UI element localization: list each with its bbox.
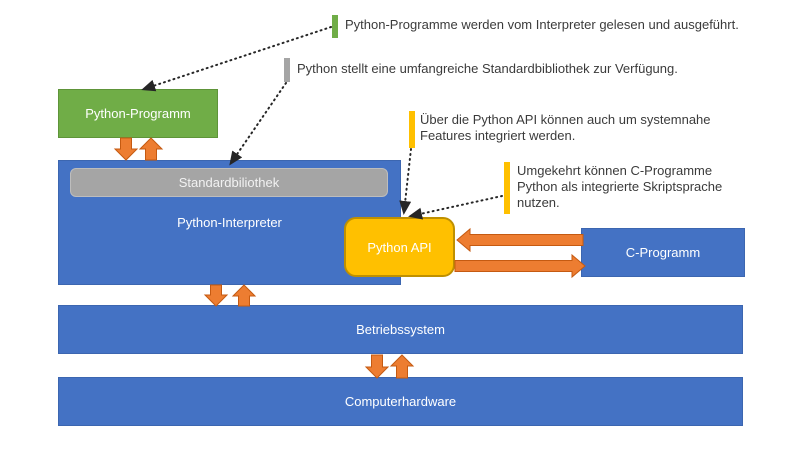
callout-marker-gold-api [409, 111, 415, 148]
computerhardware-label: Computerhardware [344, 394, 457, 409]
python-api-label: Python API [367, 239, 432, 255]
callout-text-c-programme: Umgekehrt können C-Programme Python als … [517, 163, 723, 210]
box-betriebssystem: Betriebssystem [58, 305, 743, 354]
arrow-up-program-interpreter [138, 137, 164, 161]
callout-text-python-api: Über die Python API können auch um syste… [420, 112, 711, 143]
arrow-down-os-hardware [364, 354, 390, 379]
box-computerhardware: Computerhardware [58, 377, 743, 426]
python-interpreter-label: Python-Interpreter [177, 215, 282, 230]
python-programm-label: Python-Programm [85, 106, 191, 121]
box-c-programm: C-Programm [581, 228, 745, 277]
connector-callout-python-programm [141, 26, 332, 92]
box-python-programm: Python-Programm [58, 89, 218, 138]
arrow-up-interpreter-os [231, 284, 257, 307]
arrow-left-c-api [456, 227, 584, 253]
c-programm-label: C-Programm [625, 245, 701, 260]
connector-callout-standardbibliothek [229, 82, 287, 166]
arrow-down-program-interpreter [113, 137, 139, 161]
connector-callout-api-top [399, 148, 412, 215]
box-standardbibliothek: Standardbiliothek [70, 168, 388, 197]
arrow-up-os-hardware [389, 354, 415, 379]
connector-callout-api-right [408, 195, 503, 220]
callout-text-python-programme: Python-Programme werden vom Interpreter … [345, 17, 739, 32]
standardbibliothek-label: Standardbiliothek [178, 175, 280, 190]
callout-marker-gray [284, 58, 290, 82]
callout-text-standardbibliothek: Python stellt eine umfangreiche Standard… [297, 61, 678, 76]
callout-marker-gold-c [504, 162, 510, 214]
arrow-right-api-c [454, 253, 586, 279]
callout-marker-green [332, 15, 338, 38]
arrow-down-interpreter-os [203, 284, 229, 307]
box-python-api: Python API [344, 217, 455, 277]
betriebssystem-label: Betriebssystem [356, 322, 445, 337]
